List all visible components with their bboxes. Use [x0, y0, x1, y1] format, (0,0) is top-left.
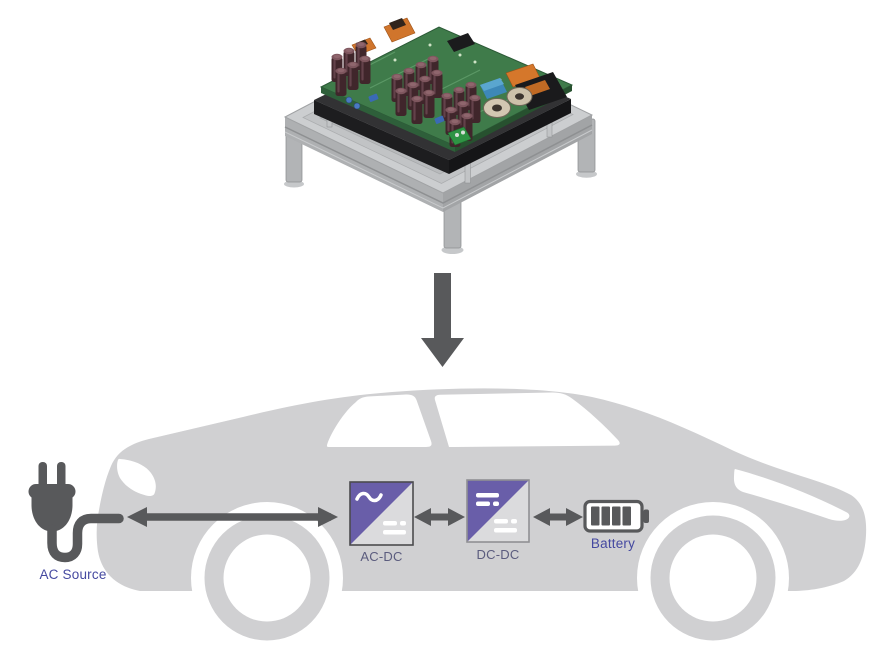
toroid-inductors — [483, 87, 533, 118]
ac-plug-icon — [28, 462, 124, 563]
ac-wave-symbol — [355, 491, 383, 503]
dc-symbol — [476, 493, 499, 506]
circuit-board — [319, 17, 574, 152]
car-silhouette — [96, 388, 867, 654]
acdc-converter-box — [349, 481, 414, 546]
rear-glass — [733, 469, 850, 521]
battery-icon — [583, 499, 649, 533]
dcdc-label: DC-DC — [477, 547, 520, 562]
dcdc-converter-box — [466, 479, 530, 543]
headlight — [117, 458, 156, 496]
rear-side-window — [434, 392, 620, 447]
battery-label: Battery — [591, 536, 635, 551]
charger-board-photo — [283, 17, 597, 254]
front-window — [326, 394, 432, 447]
acdc-label: AC-DC — [360, 549, 402, 564]
down-arrow-icon — [421, 273, 464, 367]
front-wheel — [191, 502, 343, 654]
plug-cord — [47, 513, 124, 563]
arrow-dcdc-to-battery — [533, 508, 583, 526]
arrow-acdc-to-dcdc — [414, 508, 465, 526]
ac-source-label: AC Source — [39, 567, 106, 582]
ic-chip — [447, 33, 475, 52]
dc-symbol — [494, 519, 517, 533]
arrow-acsource-to-acdc — [127, 507, 338, 527]
terminal-block — [447, 126, 472, 146]
battery-bars — [591, 506, 631, 526]
dc-symbol — [383, 521, 406, 535]
rear-wheel — [637, 502, 789, 654]
